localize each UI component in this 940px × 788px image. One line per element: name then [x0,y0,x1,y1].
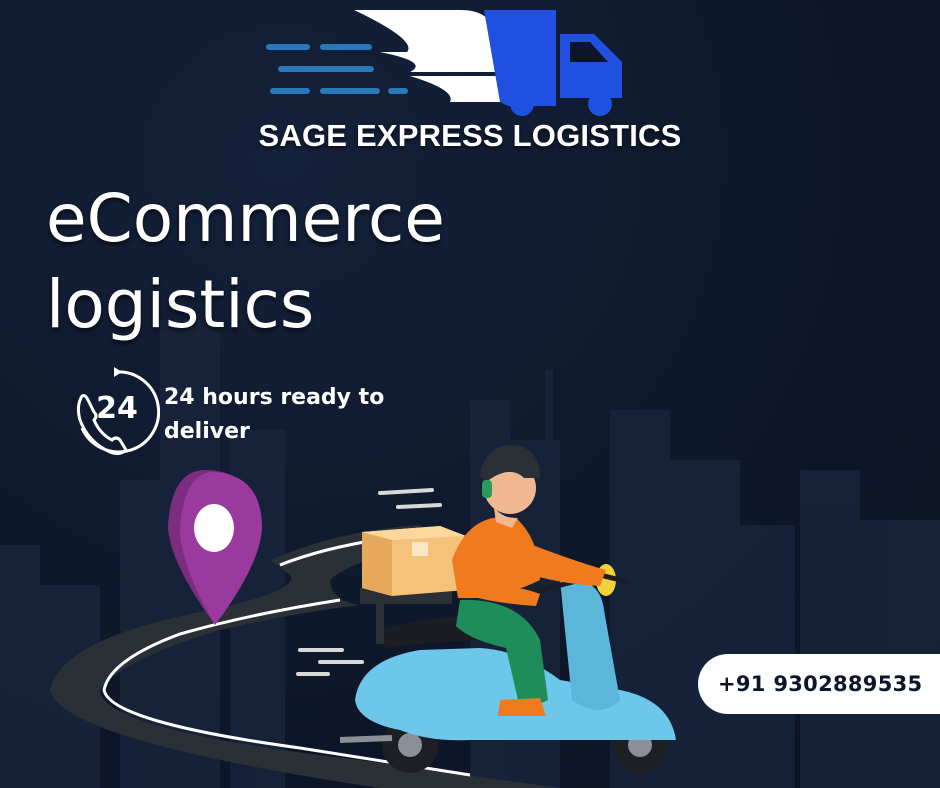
badge-number: 24 [96,391,138,426]
cardboard-box [362,526,466,596]
phone-number[interactable]: +91 9302889535 [718,672,923,696]
feature-text: 24 hours ready to deliver [164,385,385,444]
headline-line2: logistics [46,266,315,343]
winged-truck-icon [266,10,622,116]
phone-contact[interactable]: +91 9302889535 [698,654,940,714]
headline: eCommerce logistics [46,176,445,348]
24-hour-phone-icon: 24 [76,367,160,456]
brand-name: SAGE EXPRESS LOGISTICS [258,118,682,153]
headline-line1: eCommerce [46,180,445,257]
road [50,525,560,788]
rider [452,445,606,716]
location-pin-icon [168,470,262,625]
